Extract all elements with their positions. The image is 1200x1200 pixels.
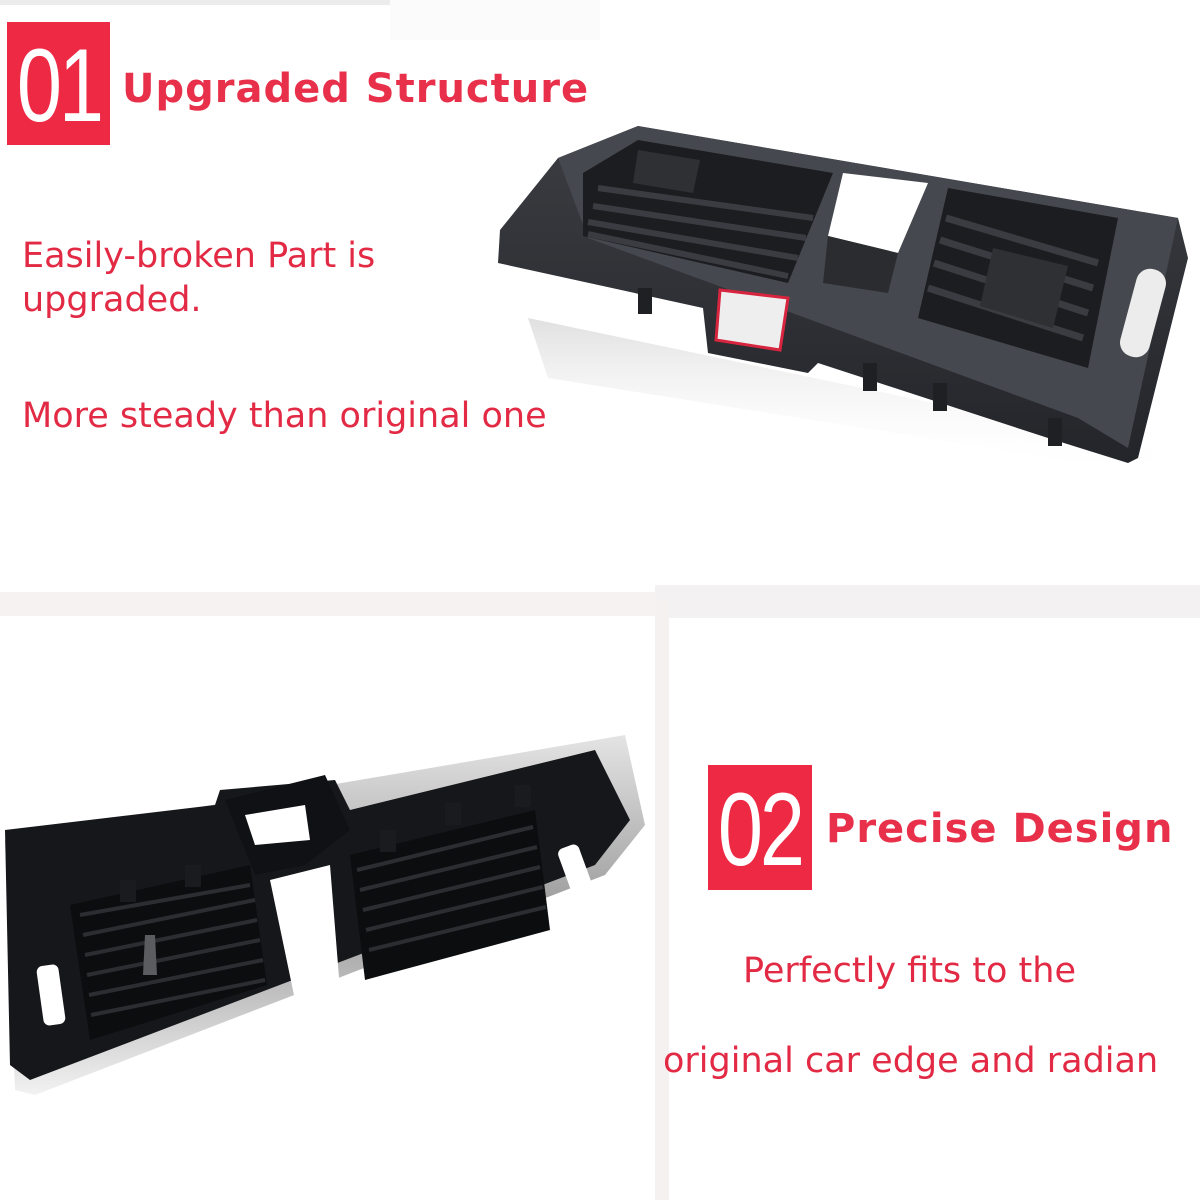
- feature-text-original-car-edge: original car edge and radian: [663, 1041, 1159, 1081]
- feature-line: Easily-broken Part is: [22, 236, 376, 276]
- section-heading-upgraded-structure: Upgraded Structure: [122, 66, 590, 112]
- product-image-vent-rear: [5, 735, 645, 1095]
- top-border-strip: [0, 0, 390, 5]
- feature-line: upgraded.: [22, 279, 202, 320]
- feature-text-more-steady: More steady than original one: [22, 396, 547, 436]
- section-divider-band-left: [0, 592, 660, 616]
- top-photo-backdrop: [390, 0, 600, 40]
- section-divider-band-right: [655, 585, 1200, 618]
- section-number-badge-01: 01: [7, 22, 110, 145]
- section-number-01: 01: [16, 27, 104, 144]
- section-number-02: 02: [718, 771, 805, 888]
- section-heading-precise-design: Precise Design: [826, 806, 1174, 852]
- vertical-divider: [655, 600, 669, 1200]
- section-number-badge-02: 02: [708, 765, 812, 890]
- feature-text-perfectly-fits: Perfectly fits to the: [743, 951, 1076, 991]
- product-image-vent-front: [498, 126, 1188, 478]
- feature-text-easily-broken: Easily-broken Part is upgraded.: [22, 235, 375, 323]
